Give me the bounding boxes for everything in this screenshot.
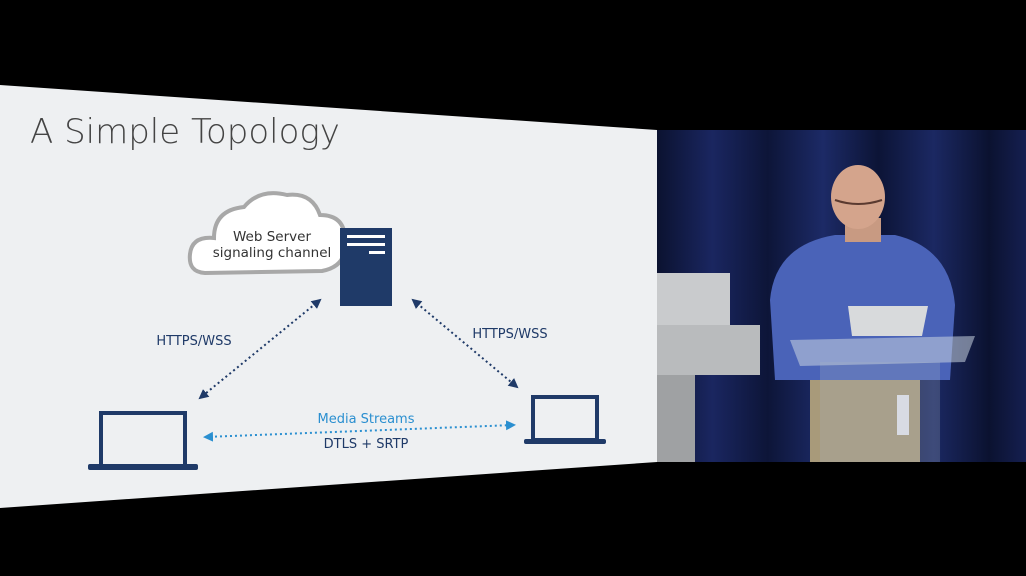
presentation-slide <box>0 85 657 508</box>
left-link-label: HTTPS/WSS <box>156 334 231 349</box>
left-https-link <box>198 298 322 400</box>
left-laptop-icon <box>88 411 198 470</box>
lectern-base <box>657 375 695 462</box>
media-protocol-label: DTLS + SRTP <box>324 437 409 452</box>
media-streams-label: Media Streams <box>318 412 415 427</box>
glass-podium <box>790 306 975 462</box>
right-link-label: HTTPS/WSS <box>472 327 547 342</box>
media-stream-link <box>203 420 516 442</box>
podium-laptop-icon <box>848 306 928 336</box>
right-laptop-icon <box>524 395 606 444</box>
slide-title: A Simple Topology <box>30 112 340 152</box>
cloud-label-signaling: signaling channel <box>213 245 332 261</box>
server-icon <box>340 228 392 306</box>
lectern-panel <box>657 325 760 375</box>
lectern-top <box>657 273 730 325</box>
cloud-label-web-server: Web Server <box>233 229 311 245</box>
